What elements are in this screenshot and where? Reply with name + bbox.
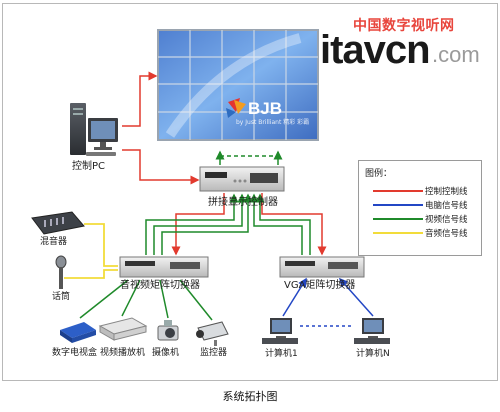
legend-item-control: 控制控制线: [373, 185, 477, 197]
video-wall: [157, 29, 319, 141]
label-video-player: 视频播放机: [100, 348, 146, 358]
watermark-suffix: .com: [432, 42, 480, 67]
control-lines: [122, 71, 327, 256]
splice-controller-icon: [199, 166, 285, 192]
label-av-matrix: 音视频矩阵切换器: [120, 280, 200, 291]
legend-label-video: 视频信号线: [425, 215, 468, 225]
control-pc-icon: [70, 103, 118, 156]
legend-item-audio: 音频信号线: [373, 227, 477, 239]
label-computer-1: 计算机1: [265, 349, 298, 359]
legend-label-computer: 电脑信号线: [425, 201, 468, 211]
audio-lines: [64, 223, 118, 279]
video-lines: [79, 150, 311, 321]
computer-n-icon: [354, 318, 390, 344]
bjb-logo-icon: [226, 98, 246, 118]
computer-1-icon: [262, 318, 298, 344]
label-computer-n: 计算机N: [356, 349, 390, 359]
vga-matrix-icon: [279, 256, 365, 278]
surveillance-camera-icon: [196, 321, 229, 346]
mixer-icon: [31, 211, 85, 235]
legend-swatch-video: [373, 218, 423, 220]
brand-tagline: by Just Brilliant 精彩 彩霸: [236, 119, 310, 126]
label-mixer: 混音器: [40, 237, 68, 247]
label-monitor-cam: 监控器: [200, 348, 228, 358]
diagram-caption: 系统拓扑图: [222, 390, 278, 403]
legend-label-control: 控制控制线: [425, 187, 468, 197]
legend-label-audio: 音频信号线: [425, 229, 468, 239]
legend-swatch-computer: [373, 204, 423, 206]
label-vga-matrix: VGA矩阵切换器: [284, 280, 356, 291]
label-camcorder: 摄像机: [152, 348, 180, 358]
label-microphone: 话筒: [52, 292, 71, 302]
label-splice-controller: 拼接显示控制器: [208, 197, 278, 208]
legend-item-computer: 电脑信号线: [373, 199, 477, 211]
label-control-pc: 控制PC: [72, 161, 106, 172]
legend-swatch-audio: [373, 232, 423, 234]
legend-item-video: 视频信号线: [373, 213, 477, 225]
microphone-icon: [55, 255, 67, 289]
label-tv-box: 数字电视盒: [52, 348, 98, 358]
tv-box-icon: [60, 322, 96, 343]
legend-title: 图例：: [365, 169, 393, 179]
watermark-main: itavcn: [320, 28, 431, 72]
diagram-frame: [2, 3, 498, 381]
video-player-icon: [98, 317, 148, 341]
computer-lines: [282, 277, 374, 327]
legend-swatch-control: [373, 190, 423, 192]
av-matrix-icon: [119, 256, 209, 278]
camcorder-icon: [157, 320, 179, 341]
legend-box: 图例： 控制控制线 电脑信号线 视频信号线 音频信号线: [358, 160, 482, 256]
watermark-cn: 中国数字视听网: [353, 18, 455, 34]
brand-logo-text: BJB: [248, 99, 283, 118]
